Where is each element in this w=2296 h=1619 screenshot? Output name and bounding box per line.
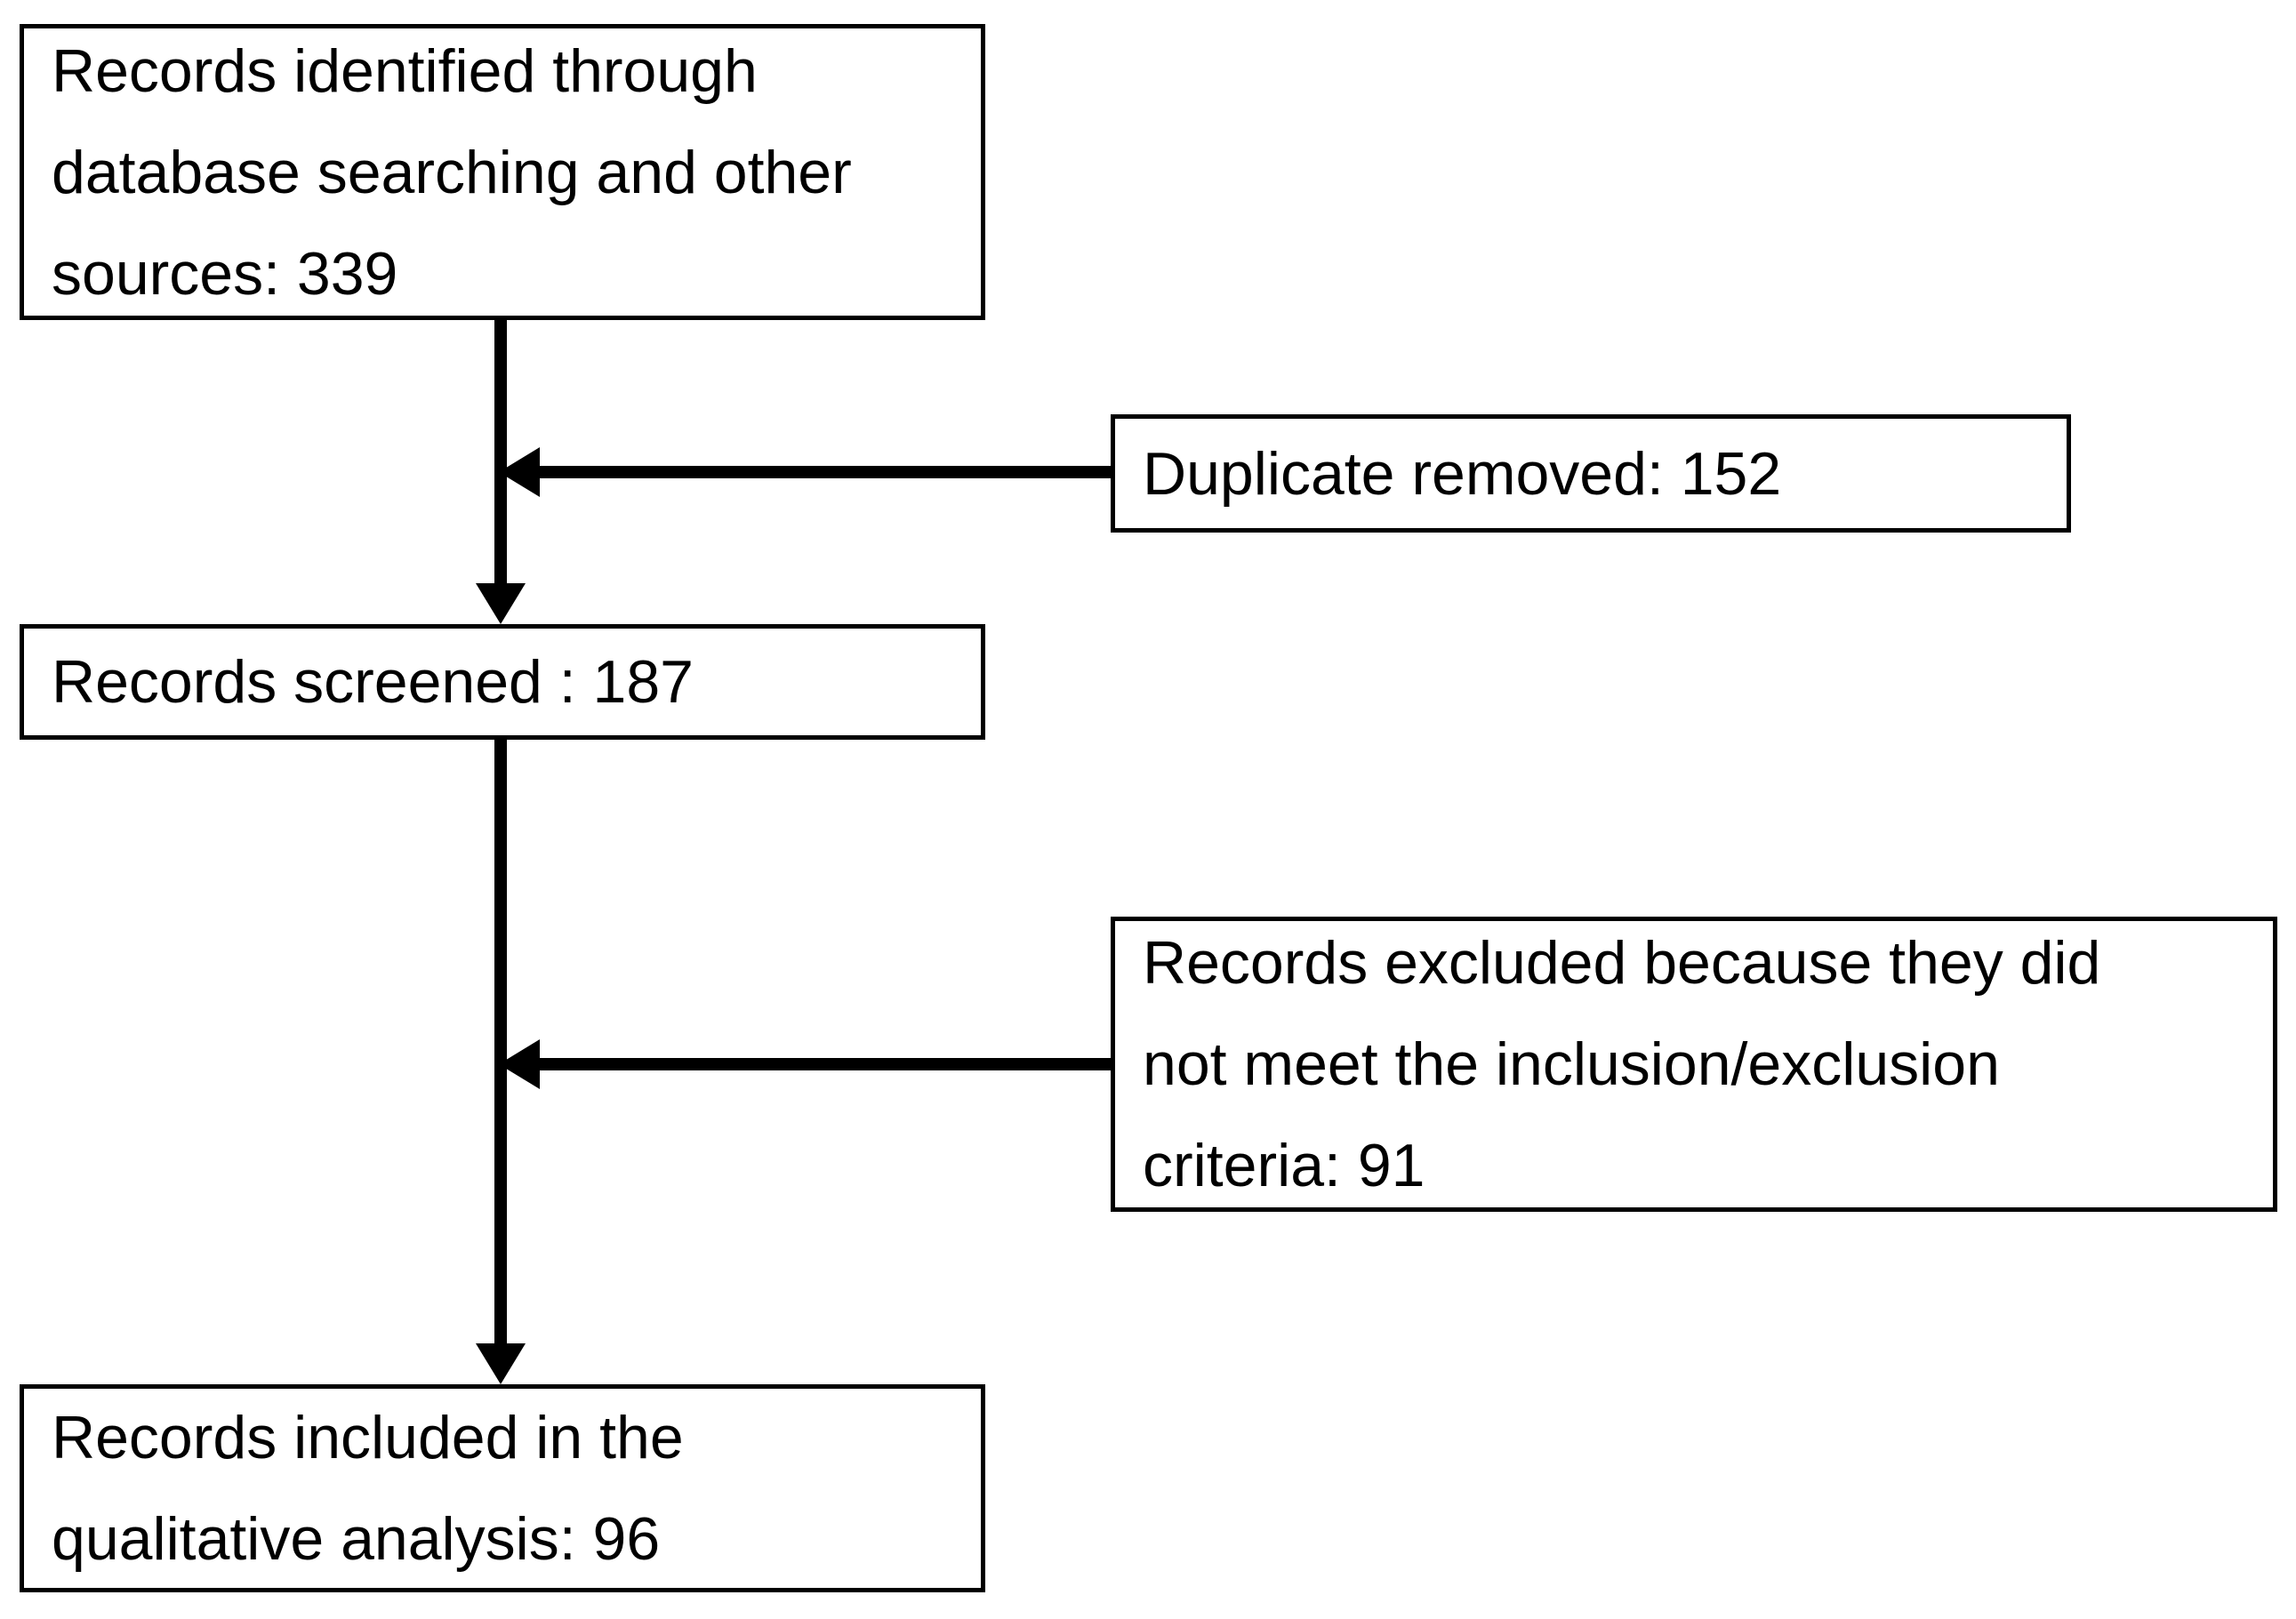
node-records-identified: Records identified through database sear… xyxy=(20,24,985,320)
arrow-left-icon xyxy=(499,447,540,497)
node-records-excluded-text: Records excluded because they did not me… xyxy=(1143,929,2101,1199)
arrow-duplicates-to-flow-stem xyxy=(529,466,1111,478)
node-duplicates-removed-text: Duplicate removed: 152 xyxy=(1143,439,1782,508)
arrow-excluded-to-flow-stem xyxy=(529,1058,1111,1070)
node-records-included: Records included in the qualitative anal… xyxy=(20,1384,985,1592)
node-records-included-text: Records included in the qualitative anal… xyxy=(52,1404,684,1573)
arrow-left-icon xyxy=(499,1039,540,1089)
node-records-screened: Records screened : 187 xyxy=(20,624,985,740)
node-duplicates-removed: Duplicate removed: 152 xyxy=(1111,414,2071,533)
node-records-identified-text: Records identified through database sear… xyxy=(52,36,852,308)
node-records-excluded: Records excluded because they did not me… xyxy=(1111,917,2277,1212)
arrow-down-icon xyxy=(476,583,526,624)
arrow-down-icon xyxy=(476,1343,526,1384)
node-records-screened-text: Records screened : 187 xyxy=(52,648,694,716)
